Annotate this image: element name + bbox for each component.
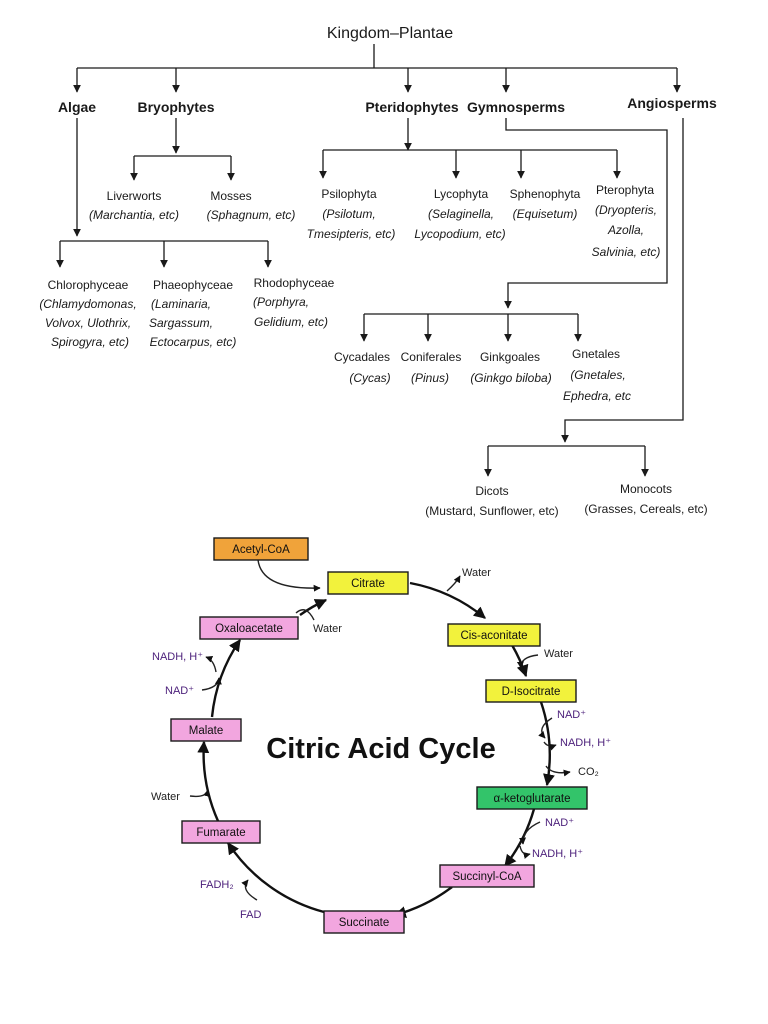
tree-connectors	[56, 44, 684, 477]
box-citrate: Citrate	[327, 571, 409, 595]
group-psilophyta: Psilophyta	[321, 187, 377, 201]
division-algae: Algae	[58, 99, 96, 115]
box-d-isocitrate: D-Isocitrate	[485, 679, 577, 703]
group-coniferales: Coniferales	[401, 350, 462, 364]
box-succinate-fill	[323, 910, 405, 934]
box-acetyl-coa-fill	[213, 537, 309, 561]
root-kingdom-plantae: Kingdom–Plantae	[327, 25, 453, 42]
division-bryophytes: Bryophytes	[137, 99, 214, 115]
group-pterophyta-example-1: (Dryopteris,	[595, 203, 657, 217]
label-acetyl-coa: Acetyl-CoA	[232, 544, 290, 556]
group-pterophyta: Pterophyta	[596, 183, 654, 197]
box-succinyl-coa: Succinyl-CoA	[439, 864, 535, 888]
label-malate: Malate	[189, 725, 224, 737]
box-alpha-ketoglutarate: α-ketoglutarate	[476, 786, 588, 810]
label-oxaloacetate: Oxaloacetate	[215, 623, 283, 635]
box-d-isocitrate-fill	[485, 679, 577, 703]
plant-kingdom-tree: Kingdom–Plantae	[39, 25, 717, 518]
label-nadh-malate: NADH, H⁺	[152, 651, 203, 663]
group-dicots-example: (Mustard, Sunflower, etc)	[425, 504, 558, 518]
group-mosses: Mosses	[210, 189, 251, 203]
box-succinyl-coa-fill	[439, 864, 535, 888]
group-pterophyta-example-2: Azolla,	[607, 223, 644, 237]
group-rhodophyceae-example-1: (Porphyra,	[253, 295, 309, 309]
group-ginkgoales: Ginkgoales	[480, 350, 540, 364]
group-chlorophyceae-example-2: Volvox, Ulothrix,	[45, 316, 131, 330]
division-angiosperms: Angiosperms	[627, 95, 717, 111]
box-oxaloacetate: Oxaloacetate	[199, 616, 299, 640]
group-sphenophyta: Sphenophyta	[510, 187, 581, 201]
label-water-citrate-in: Water	[313, 623, 342, 635]
group-dicots: Dicots	[475, 484, 508, 498]
label-fadh2: FADH₂	[200, 879, 234, 891]
label-succinyl-coa: Succinyl-CoA	[452, 871, 521, 883]
group-psilophyta-example-1: (Psilotum,	[322, 207, 375, 221]
label-water-fumarate: Water	[151, 791, 180, 803]
label-nad-isocitrate: NAD⁺	[557, 709, 586, 721]
group-mosses-example: (Sphagnum, etc)	[207, 208, 296, 222]
label-nad-malate: NAD⁺	[165, 685, 194, 697]
group-coniferales-example: (Pinus)	[411, 371, 449, 385]
group-lycophyta: Lycophyta	[434, 187, 489, 201]
label-cis-aconitate: Cis-aconitate	[460, 630, 527, 642]
group-liverworts: Liverworts	[107, 189, 162, 203]
group-sphenophyta-example: (Equisetum)	[513, 207, 578, 221]
box-alpha-ketoglutarate-fill	[476, 786, 588, 810]
label-citrate: Citrate	[351, 578, 385, 590]
group-monocots: Monocots	[620, 482, 672, 496]
box-cis-aconitate: Cis-aconitate	[447, 623, 541, 647]
group-cycadales: Cycadales	[334, 350, 390, 364]
group-rhodophyceae-example-2: Gelidium, etc)	[254, 315, 328, 329]
box-malate-fill	[170, 718, 242, 742]
side-arrows	[189, 559, 571, 901]
box-succinate: Succinate	[323, 910, 405, 934]
label-d-isocitrate: D-Isocitrate	[502, 686, 561, 698]
label-nad-akg: NAD⁺	[545, 817, 574, 829]
group-gnetales: Gnetales	[572, 347, 620, 361]
group-liverworts-example: (Marchantia, etc)	[89, 208, 179, 222]
group-lycophyta-example-1: (Selaginella,	[428, 207, 494, 221]
box-acetyl-coa: Acetyl-CoA	[213, 537, 309, 561]
label-alpha-ketoglutarate: α-ketoglutarate	[494, 793, 571, 805]
group-phaeophyceae-example-2: Sargassum,	[149, 316, 213, 330]
label-nadh-isocitrate: NADH, H⁺	[560, 737, 611, 749]
box-cis-aconitate-fill	[447, 623, 541, 647]
box-fumarate: Fumarate	[181, 820, 261, 844]
label-water-citrate-out: Water	[462, 567, 491, 579]
group-chlorophyceae-example-3: Spirogyra, etc)	[51, 335, 129, 349]
division-gymnosperms: Gymnosperms	[467, 99, 565, 115]
group-chlorophyceae-example-1: (Chlamydomonas,	[39, 297, 136, 311]
label-fumarate: Fumarate	[196, 827, 245, 839]
group-psilophyta-example-2: Tmesipteris, etc)	[307, 227, 396, 241]
group-rhodophyceae: Rhodophyceae	[254, 276, 335, 290]
group-cycadales-example: (Cycas)	[349, 371, 390, 385]
group-gnetales-example-2: Ephedra, etc	[563, 389, 631, 403]
box-citrate-fill	[327, 571, 409, 595]
box-malate: Malate	[170, 718, 242, 742]
citric-acid-cycle: Citric Acid Cycle Acetyl-CoA Citrate Cis…	[151, 537, 611, 934]
label-co2: CO₂	[578, 766, 599, 778]
group-lycophyta-example-2: Lycopodium, etc)	[414, 227, 505, 241]
box-fumarate-fill	[181, 820, 261, 844]
group-ginkgoales-example: (Ginkgo biloba)	[470, 371, 551, 385]
cycle-title: Citric Acid Cycle	[266, 733, 495, 765]
cycle-arcs	[197, 581, 555, 918]
group-phaeophyceae: Phaeophyceae	[153, 278, 233, 292]
group-phaeophyceae-example-3: Ectocarpus, etc)	[150, 335, 237, 349]
label-succinate: Succinate	[339, 917, 390, 929]
label-fad: FAD	[240, 909, 261, 921]
group-phaeophyceae-example-1: (Laminaria,	[151, 297, 211, 311]
label-nadh-akg: NADH, H⁺	[532, 848, 583, 860]
group-monocots-example: (Grasses, Cereals, etc)	[584, 502, 707, 516]
box-oxaloacetate-fill	[199, 616, 299, 640]
division-pteridophytes: Pteridophytes	[365, 99, 459, 115]
group-chlorophyceae: Chlorophyceae	[48, 278, 129, 292]
label-water-cis: Water	[544, 648, 573, 660]
group-gnetales-example-1: (Gnetales,	[570, 368, 625, 382]
group-pterophyta-example-3: Salvinia, etc)	[592, 245, 661, 259]
